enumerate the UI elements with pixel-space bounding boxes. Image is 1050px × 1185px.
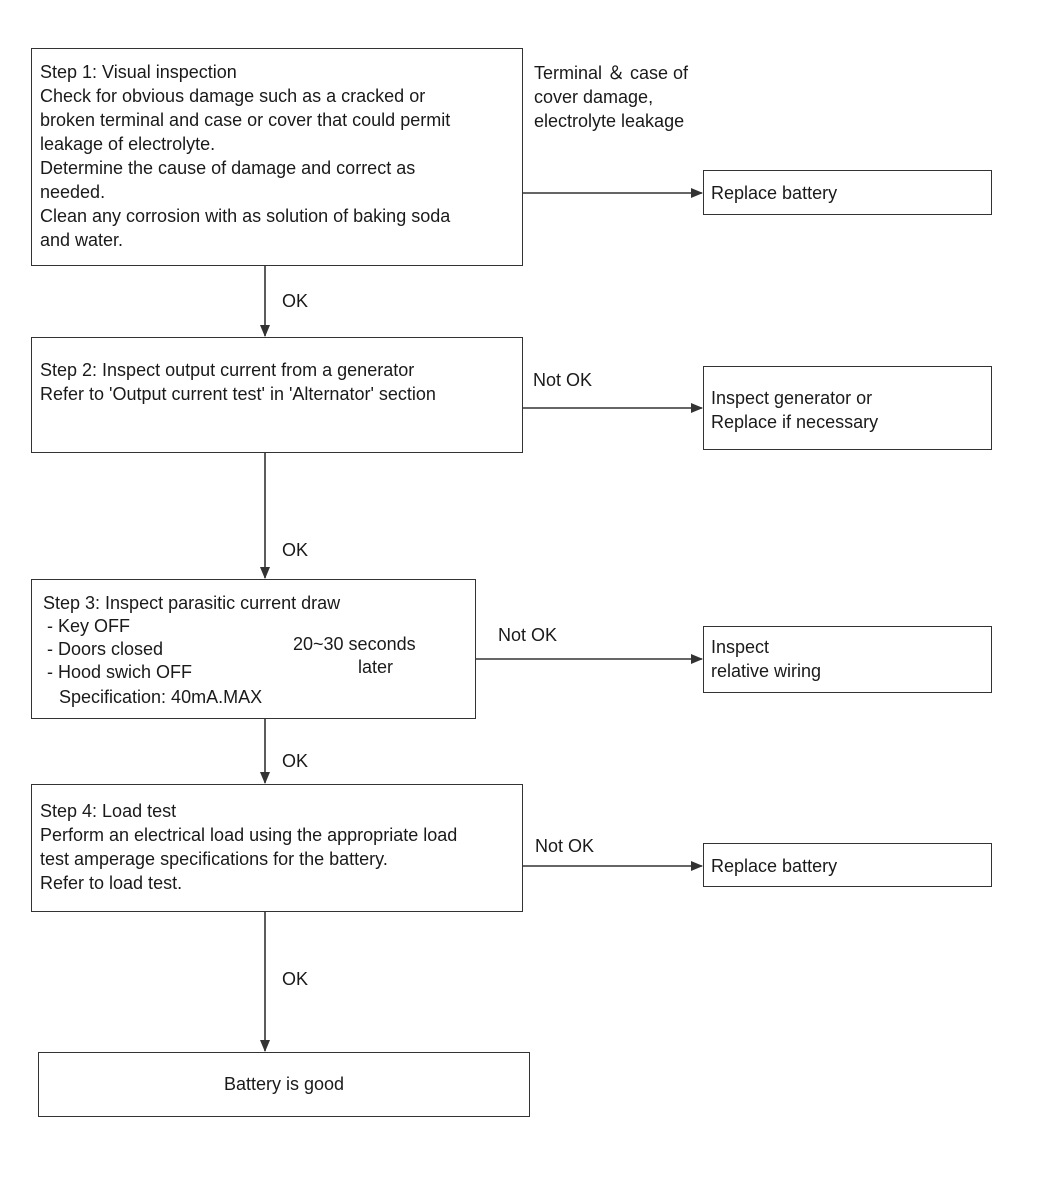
step4-line-1: Step 4: Load test (40, 801, 177, 821)
step2-ok-label: OK (282, 540, 309, 560)
step2-result-line-1: Inspect generator or (711, 388, 873, 408)
step4-box (31, 784, 523, 912)
step3-result-line-2: relative wiring (711, 661, 822, 681)
step1-line-3: broken terminal and case or cover that c… (40, 110, 451, 130)
step1-line-4: leakage of electrolyte. (40, 134, 216, 154)
step3-item-doors-closed: - Doors closed (47, 639, 164, 659)
step1-box (31, 48, 523, 266)
step3-condition-label: Not OK (498, 625, 558, 645)
step2-result-box (703, 366, 992, 450)
step1-result-box (703, 170, 992, 215)
step3-item-key-off: - Key OFF (47, 616, 131, 636)
step2-condition-label: Not OK (533, 370, 593, 390)
step1-condition-3: electrolyte leakage (534, 111, 685, 131)
step1-condition-2: cover damage, (534, 87, 654, 107)
step4-ok-label: OK (282, 969, 309, 989)
step1-ok-label: OK (282, 291, 309, 311)
step3-timing-line-2: later (358, 657, 394, 677)
step1-condition-1: Terminal ＆ case of (534, 63, 689, 83)
step1-line-2: Check for obvious damage such as a crack… (40, 86, 426, 106)
step1-line-7: Clean any corrosion with as solution of … (40, 206, 451, 226)
step1-line-6: needed. (40, 182, 106, 202)
final-label: Battery is good (223, 1074, 345, 1094)
step1-result-label: Replace battery (711, 183, 838, 203)
step3-ok-label: OK (282, 751, 309, 771)
step4-line-4: Refer to load test. (40, 873, 183, 893)
step2-line-1: Step 2: Inspect output current from a ge… (40, 360, 415, 380)
step4-result-box (703, 843, 992, 887)
step2-result-line-2: Replace if necessary (711, 412, 879, 432)
step2-box (31, 337, 523, 453)
step3-spec: Specification: 40mA.MAX (59, 687, 263, 707)
step4-result-label: Replace battery (711, 856, 838, 876)
final-box (38, 1052, 530, 1117)
step3-result-box (703, 626, 992, 693)
step1-line-1: Step 1: Visual inspection (40, 62, 237, 82)
step1-line-8: and water. (40, 230, 124, 250)
step3-timing-line-1: 20~30 seconds (293, 634, 416, 654)
step3-result-line-1: Inspect (711, 637, 770, 657)
step4-line-3: test amperage specifications for the bat… (40, 849, 388, 869)
step3-item-hood-switch-off: - Hood swich OFF (47, 662, 193, 682)
step4-condition-label: Not OK (535, 836, 595, 856)
step3-box (31, 579, 476, 719)
step4-line-2: Perform an electrical load using the app… (40, 825, 458, 845)
step2-line-2: Refer to 'Output current test' in 'Alter… (40, 384, 436, 404)
step3-title: Step 3: Inspect parasitic current draw (43, 593, 341, 613)
step1-line-5: Determine the cause of damage and correc… (40, 158, 416, 178)
